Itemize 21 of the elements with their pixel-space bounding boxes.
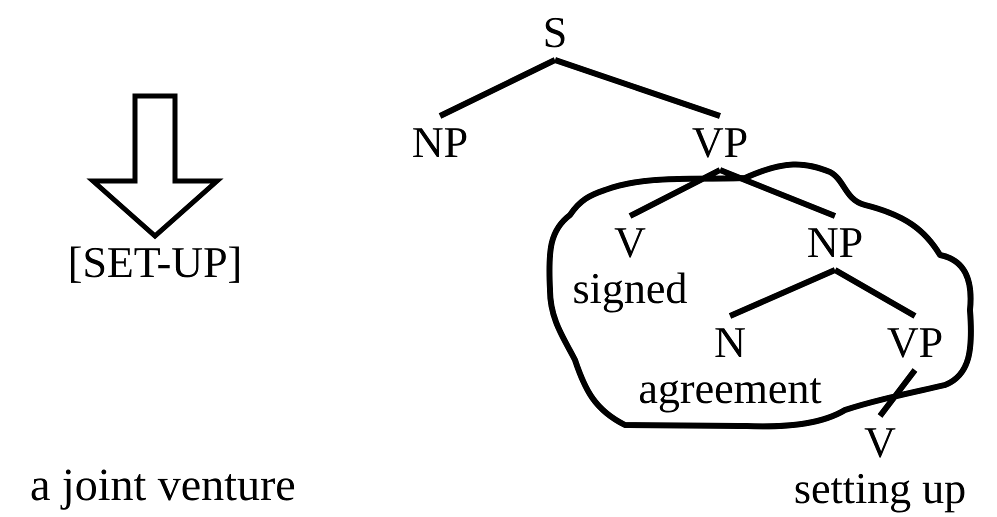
tree-branch: [438, 57, 556, 119]
word-label: setting up: [794, 466, 966, 512]
tree-branch: [834, 267, 916, 319]
tree-branch: [554, 57, 721, 119]
category-label: N: [714, 320, 746, 366]
word-label: agreement: [638, 366, 822, 412]
tree-branch: [718, 167, 836, 219]
category-label: VP: [692, 120, 748, 166]
category-label: V: [864, 420, 896, 466]
word-label: signed: [572, 266, 688, 312]
category-label: [SET-UP]: [68, 240, 242, 286]
tree-branch: [628, 167, 722, 219]
category-label: V: [614, 220, 646, 266]
category-label: NP: [412, 120, 468, 166]
category-label: S: [542, 10, 568, 56]
category-label: VP: [886, 320, 944, 366]
sentence-text: a joint venture: [30, 460, 296, 510]
category-label: NP: [806, 220, 864, 266]
tree-branch: [728, 267, 836, 319]
tree-branch: [878, 368, 918, 418]
hollow-down-arrow: [86, 94, 224, 240]
